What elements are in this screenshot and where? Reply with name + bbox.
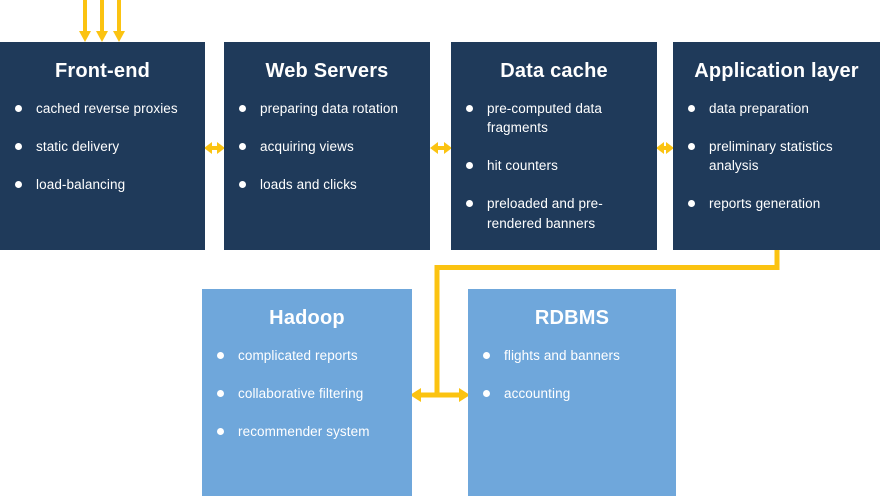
list-item-label: recommender system <box>238 424 370 440</box>
double-arrow-frontend-webservers <box>204 142 225 154</box>
bullet-icon <box>483 390 490 398</box>
list-item: accounting <box>481 384 664 403</box>
list-item-label: preparing data rotation <box>260 101 399 116</box>
box-title: Hadoop <box>269 307 345 329</box>
bullet-icon <box>239 181 246 189</box>
list-item: cached reverse proxies <box>13 99 193 118</box>
list-item-label: flights and banners <box>504 348 620 363</box>
box-rdbms: RDBMS flights and banners accounting <box>468 289 676 496</box>
incoming-traffic-arrows <box>79 0 125 42</box>
list-item: load-balancing <box>13 175 193 194</box>
list-item-label: preliminary statistics analysis <box>709 139 833 174</box>
list-item: collaborative filtering <box>215 384 400 403</box>
bullet-icon <box>15 143 22 151</box>
list-item: loads and clicks <box>237 175 418 194</box>
box-hadoop: Hadoop complicated reports collaborative… <box>202 289 412 496</box>
list-item-label: acquiring views <box>260 139 354 155</box>
box-title: RDBMS <box>534 307 610 329</box>
list-item: data preparation <box>686 99 868 118</box>
list-item: pre-computed data fragments <box>464 99 645 137</box>
box-web-servers: Web Servers preparing data rotation acqu… <box>224 42 430 250</box>
box-application-layer: Application layer data preparation preli… <box>673 42 880 250</box>
list-item: preparing data rotation <box>237 99 418 118</box>
list-item: preliminary statistics analysis <box>686 137 868 175</box>
list-item-label: accounting <box>504 386 571 402</box>
box-front-end: Front-end cached reverse proxies static … <box>0 42 205 250</box>
list-item-label: complicated reports <box>238 348 358 363</box>
list-item-label: static delivery <box>36 139 120 155</box>
box-data-cache: Data cache pre-computed data fragments h… <box>451 42 657 250</box>
double-arrow-datacache-applayer <box>656 142 674 154</box>
box-item-list: flights and banners accounting <box>468 346 676 403</box>
bullet-icon <box>466 200 473 208</box>
box-title: Web Servers <box>265 60 389 82</box>
list-item-label: data preparation <box>709 101 809 116</box>
box-title: Front-end <box>54 60 151 82</box>
list-item: complicated reports <box>215 346 400 365</box>
bullet-icon <box>688 143 695 151</box>
bullet-icon <box>15 105 22 112</box>
box-item-list: pre-computed data fragments hit counters… <box>451 99 657 233</box>
double-arrow-webservers-datacache <box>430 142 452 154</box>
box-item-list: preparing data rotation acquiring views … <box>224 99 430 194</box>
list-item: hit counters <box>464 156 645 175</box>
list-item: flights and banners <box>481 346 664 365</box>
list-item-label: load-balancing <box>36 177 126 193</box>
list-item-label: pre-computed data fragments <box>487 101 603 136</box>
bullet-icon <box>483 352 490 359</box>
list-item-label: loads and clicks <box>260 177 357 193</box>
box-item-list: data preparation preliminary statistics … <box>673 99 880 214</box>
bullet-icon <box>15 181 22 189</box>
bullet-icon <box>217 390 224 398</box>
bullet-icon <box>239 105 246 112</box>
double-arrow-hadoop-rdbms <box>410 388 470 402</box>
list-item: reports generation <box>686 194 868 213</box>
list-item-label: cached reverse proxies <box>36 101 178 116</box>
box-item-list: complicated reports collaborative filter… <box>202 346 412 441</box>
bullet-icon <box>466 162 473 170</box>
box-title: Application layer <box>694 60 859 82</box>
box-item-list: cached reverse proxies static delivery l… <box>0 99 205 194</box>
list-item: recommender system <box>215 422 400 441</box>
bullet-icon <box>217 428 224 436</box>
list-item-label: preloaded and pre-rendered banners <box>487 196 603 231</box>
bullet-icon <box>217 352 224 359</box>
bullet-icon <box>466 105 473 112</box>
list-item-label: hit counters <box>487 158 558 174</box>
bullet-icon <box>688 105 695 112</box>
list-item-label: reports generation <box>709 196 821 212</box>
list-item: acquiring views <box>237 137 418 156</box>
list-item: static delivery <box>13 137 193 156</box>
bullet-icon <box>239 143 246 151</box>
list-item-label: collaborative filtering <box>238 386 364 402</box>
list-item: preloaded and pre-rendered banners <box>464 194 645 232</box>
bullet-icon <box>688 200 695 208</box>
box-title: Data cache <box>500 60 608 82</box>
